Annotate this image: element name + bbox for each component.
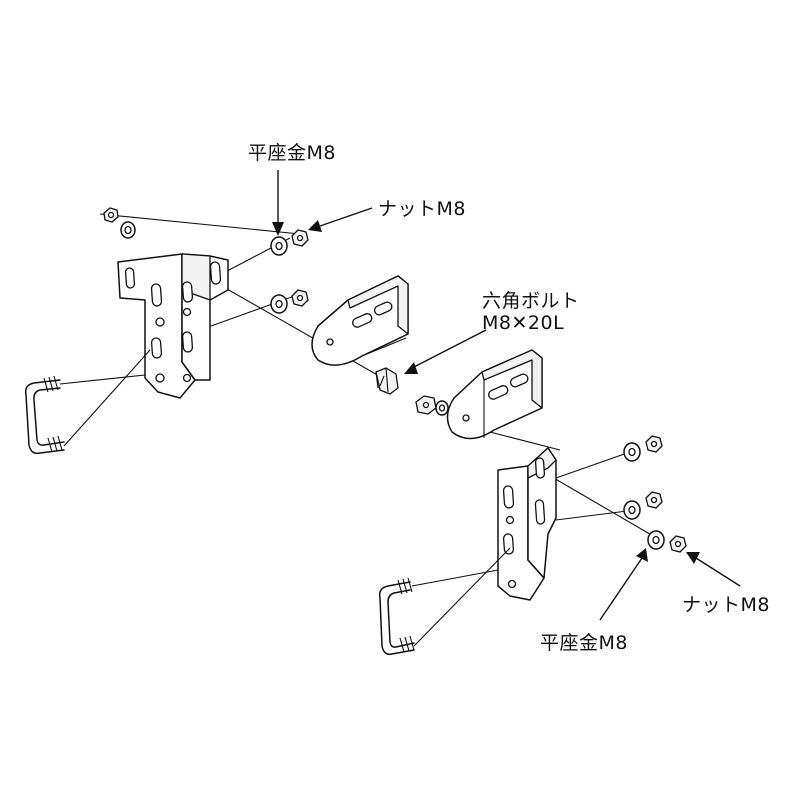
lower-through-line-mid (555, 509, 636, 521)
hex-bolt-thread (379, 375, 385, 387)
lower-bolt-axis (539, 469, 661, 541)
upper-right-nut-mid (291, 289, 309, 307)
label-washer-bottom: 平座金M8 (540, 632, 628, 654)
lower-washer-mid (623, 500, 641, 520)
lower-u-bolt-thread-top (397, 577, 413, 595)
lower-nut-top (645, 435, 663, 453)
label-washer-top: 平座金M8 (248, 142, 336, 164)
lower-bracket-assembly (378, 431, 741, 656)
lower-nut-mid (645, 491, 663, 509)
upper-bolt-axis (219, 284, 396, 386)
nut-bottom-arrow (686, 552, 741, 587)
lower-u-bolt-thread-bottom (399, 635, 415, 653)
upper-u-bolt-thread-top (43, 375, 59, 393)
upper-left-washer (120, 221, 136, 239)
middle-bracket-1 (311, 275, 409, 366)
upper-u-bolt-thread-bottom (47, 435, 63, 453)
upper-right-washer-top (270, 236, 288, 256)
upper-stud-line (99, 213, 301, 235)
upper-right-washer-mid (270, 294, 288, 314)
lower-bracket (497, 447, 557, 601)
nut-top-arrow (308, 207, 373, 232)
hex-bolt-arrow (404, 329, 487, 374)
lower-nut-bottom (669, 535, 687, 553)
lower-u-bolt (378, 547, 511, 656)
lower-through-line-top (555, 451, 631, 479)
lower-washer-top (623, 442, 641, 462)
label-bolt-line2: M8✕20L (482, 312, 565, 334)
label-nut-bottom: ナットM8 (682, 594, 770, 616)
middle-bracket-2 (446, 349, 543, 440)
washer-bottom-arrow (599, 548, 648, 621)
upper-right-nut-top (291, 229, 309, 247)
label-nut-top: ナットM8 (378, 198, 466, 220)
upper-bracket (117, 253, 229, 399)
nut-washer-mid (415, 395, 449, 416)
upper-u-bolt (24, 349, 151, 455)
upper-left-nut (103, 207, 119, 223)
upper-bracket-assembly (24, 170, 396, 455)
hex-bolt (375, 367, 399, 395)
washer-top-arrow (272, 170, 284, 236)
label-bolt-line1: 六角ボルト (482, 290, 580, 312)
lower-stud-line (489, 431, 561, 451)
lower-washer-bottom (647, 530, 665, 550)
